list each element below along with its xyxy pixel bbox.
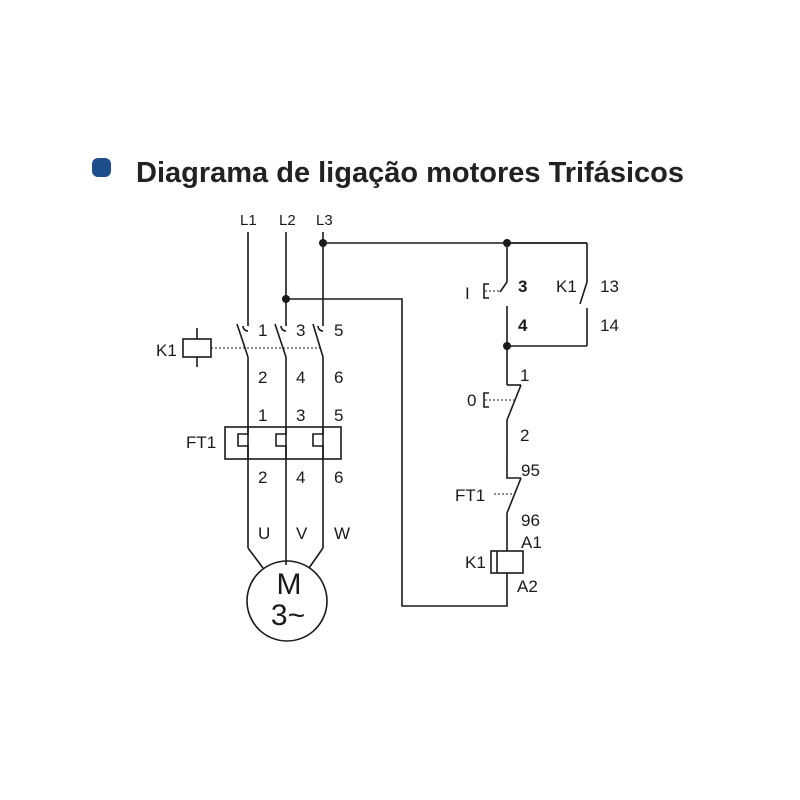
motor-terminal-v: V	[296, 524, 308, 543]
start-terminal-4: 4	[518, 316, 528, 335]
start-button-blade	[499, 281, 508, 293]
ft1-contact-label: FT1	[455, 486, 485, 505]
k1-contact-blade-1	[236, 323, 249, 358]
k1-terminal-6: 6	[334, 368, 343, 387]
k1-contact-hook-3	[280, 325, 287, 332]
ft1-relay-box	[224, 426, 342, 460]
k1-contact-blade-5	[312, 323, 324, 358]
stop-button-blade	[506, 384, 522, 421]
k1-terminal-5: 5	[334, 321, 343, 340]
stop-terminal-2: 2	[520, 426, 529, 445]
k1-terminal-3: 3	[296, 321, 305, 340]
k1-terminal-4: 4	[296, 368, 305, 387]
ft1-terminal-2: 2	[258, 468, 267, 487]
motor-lead-3	[308, 547, 324, 569]
ft1-thermal-element-2	[275, 427, 287, 459]
start-terminal-3: 3	[518, 277, 527, 296]
coil-terminal-a1: A1	[521, 533, 542, 552]
holding-contact-blade	[579, 281, 588, 305]
holding-contact-label: K1	[556, 277, 577, 296]
k1-contact-hook-5	[317, 325, 324, 332]
coil-terminal-a2: A2	[517, 577, 538, 596]
stop-button-actuator	[483, 392, 489, 408]
ft1-terminal-5: 5	[334, 406, 343, 425]
motor-lead-1	[247, 547, 264, 569]
ft1-terminal-95: 95	[521, 461, 540, 480]
ft1-thermal-element-1	[237, 427, 249, 459]
ft1-terminal-6: 6	[334, 468, 343, 487]
ft1-terminal-4: 4	[296, 468, 305, 487]
diagram-title: Diagrama de ligação motores Trifásicos	[136, 157, 684, 189]
holding-terminal-13: 13	[600, 277, 619, 296]
k1-power-label: K1	[156, 341, 177, 360]
k1-terminal-2: 2	[258, 368, 267, 387]
ft1-thermal-element-3	[312, 427, 324, 459]
holding-terminal-14: 14	[600, 316, 619, 335]
motor-terminal-u: U	[258, 524, 270, 543]
control-return-l2	[286, 298, 508, 607]
motor-label-phase: 3~	[271, 599, 305, 632]
supply-line-l3-label: L3	[316, 212, 333, 229]
start-button-actuator	[483, 283, 489, 299]
ft1-power-label: FT1	[186, 433, 216, 452]
stop-button-symbol: 0	[467, 391, 476, 410]
ft1-contact-blade	[506, 477, 522, 514]
supply-line-l1-label: L1	[240, 212, 257, 229]
supply-line-l2-label: L2	[279, 212, 296, 229]
ft1-contact-seat	[506, 458, 521, 479]
k1-contact-blade-3	[274, 323, 287, 358]
ft1-terminal-3: 3	[296, 406, 305, 425]
k1-control-coil	[490, 550, 524, 574]
title-bullet	[92, 158, 111, 177]
ft1-terminal-1: 1	[258, 406, 267, 425]
motor-symbol	[246, 560, 328, 642]
start-button-symbol: I	[465, 284, 470, 303]
ft1-terminal-96: 96	[521, 511, 540, 530]
k1-coil-symbol	[182, 338, 212, 358]
motor-label-m: M	[277, 568, 302, 601]
k1-coil-label: K1	[465, 553, 486, 572]
control-circuit: I 3 4 K1 13 14 0 1 2 FT1 95 96 K1	[286, 239, 619, 607]
stop-terminal-1: 1	[520, 366, 529, 385]
k1-contact-hook-1	[242, 325, 249, 332]
motor-terminal-w: W	[334, 524, 350, 543]
k1-terminal-1: 1	[258, 321, 267, 340]
power-circuit: L1 L2 L3 K1 1 3 5 2 4 6	[156, 212, 350, 642]
